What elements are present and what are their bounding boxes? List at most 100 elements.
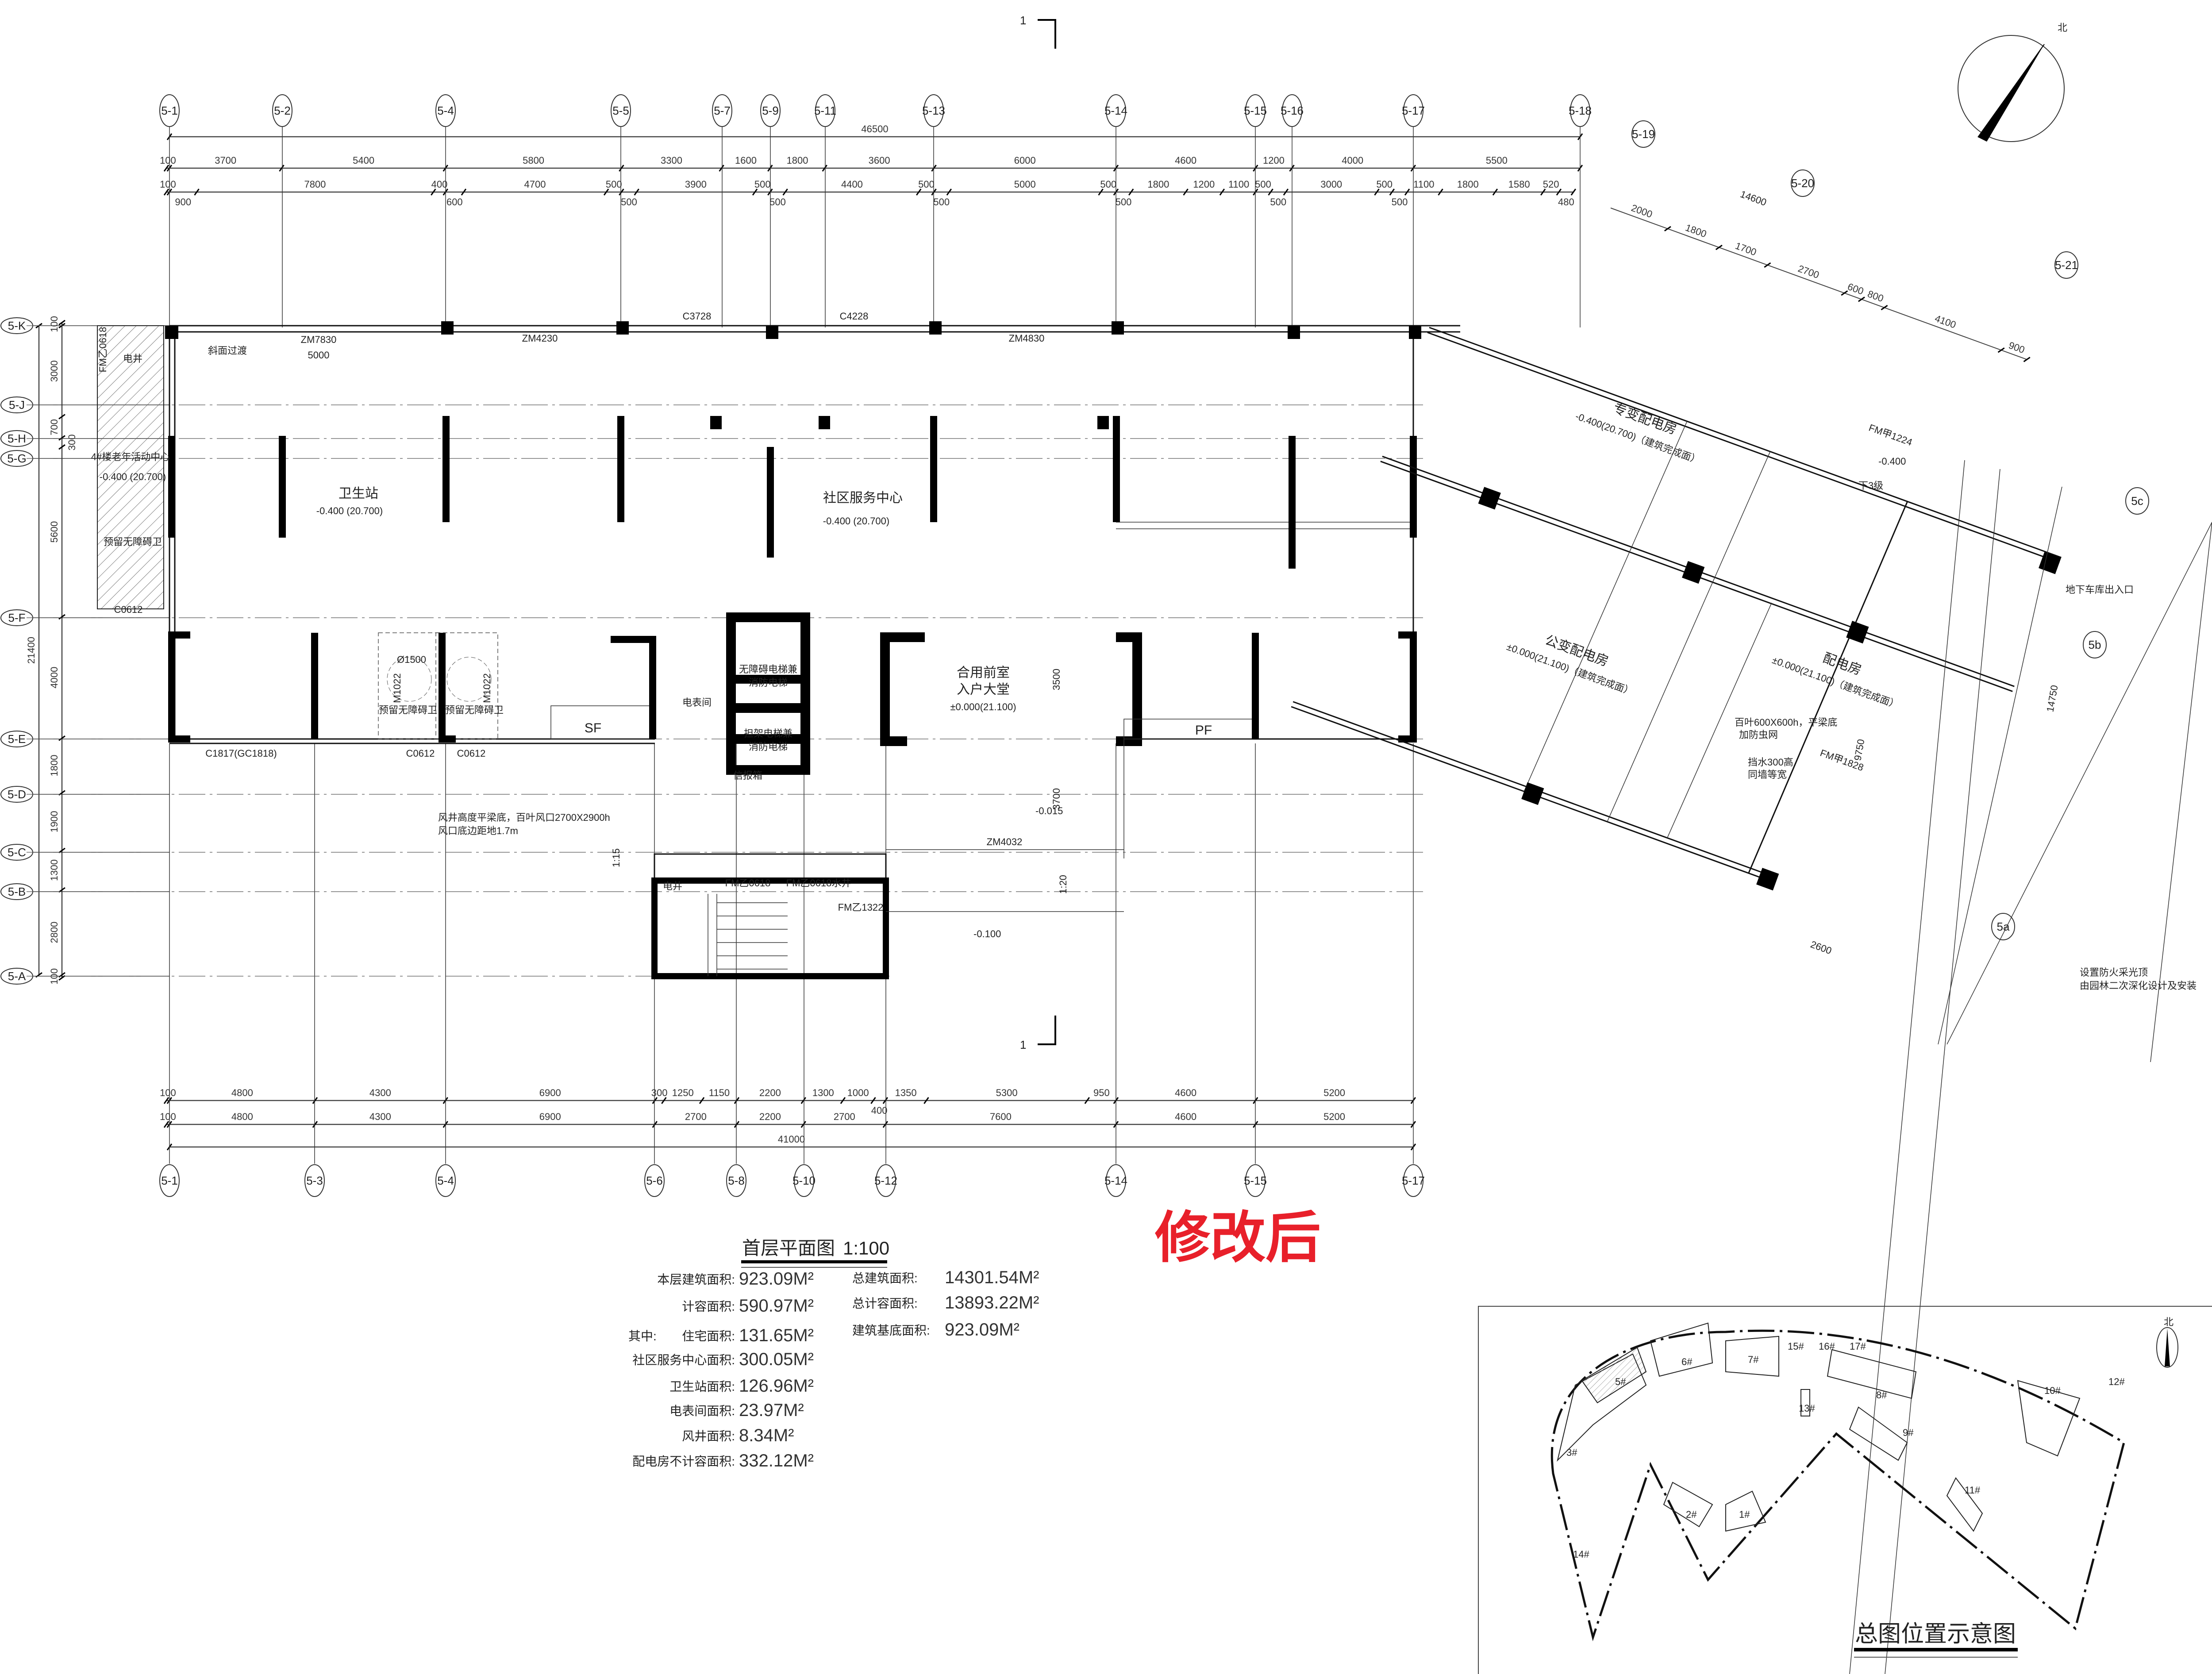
dimension-tick	[58, 614, 65, 620]
axis-bubble: 5-15	[1244, 94, 1267, 127]
water-note-2: 同墙等宽	[1748, 769, 1787, 780]
dimension-tick	[58, 319, 65, 326]
axis-label: 5-10	[792, 1174, 816, 1187]
dimension-value: 4400	[841, 179, 863, 190]
dimension-value: 2700	[834, 1111, 855, 1122]
dimension-tick	[1098, 189, 1104, 196]
dimension-value: 3000	[49, 360, 60, 382]
door-label: FM甲1224	[1867, 422, 1914, 448]
walls	[97, 325, 1460, 979]
axis-label: 5-1	[161, 1174, 178, 1187]
dimension-tick	[1664, 226, 1671, 232]
level-mark: -0.400	[1878, 456, 1906, 467]
dimension-value: 5200	[1323, 1087, 1345, 1098]
axis-bubble: 5-17	[1402, 1164, 1425, 1197]
dimension-tick	[58, 735, 65, 741]
dimension-value: 600	[446, 196, 463, 208]
section-mark-top: 1	[1020, 14, 1056, 49]
stat-label: 住宅面积:	[682, 1329, 735, 1343]
dimension-tick	[1389, 189, 1395, 196]
axis-bubble: 5-20	[1791, 169, 1815, 197]
site-north-label: 北	[2164, 1316, 2174, 1328]
door-label: C4228	[840, 311, 869, 322]
axis-bubble: 5c	[2125, 487, 2149, 515]
stat-value: 8.34M²	[739, 1426, 794, 1445]
dimension-value: 500	[1100, 179, 1116, 190]
dimension-tick	[1715, 245, 1723, 250]
drawing-title: 首层平面图 1:100	[741, 1238, 889, 1268]
skylight-note: 设置防火采光顶	[2080, 967, 2148, 978]
dimension-tick	[916, 189, 922, 196]
axis-label: 5-J	[9, 398, 25, 412]
dimension-tick	[279, 165, 285, 172]
dimension-value: 3000	[1320, 179, 1342, 190]
dimension-value: 4100	[1933, 313, 1958, 331]
site-building-label: 10#	[2044, 1385, 2061, 1396]
axis-label: 5-3	[306, 1174, 323, 1187]
dimension-value: 1600	[735, 155, 757, 166]
dimension-value: 6900	[539, 1111, 561, 1122]
axis-label: 5-19	[1632, 127, 1655, 141]
axis-label: 5-18	[1569, 104, 1592, 117]
site-building-label: 12#	[2108, 1376, 2125, 1387]
door-label: FM乙0618	[97, 327, 108, 373]
dimension-tick	[1881, 305, 1888, 311]
axis-bubble: 5-21	[2054, 251, 2078, 279]
dimension-chain: 21400	[26, 323, 42, 978]
dimension-tick	[946, 189, 952, 196]
dimension-tick	[800, 1097, 806, 1104]
dimension-value: 4000	[49, 667, 60, 689]
dimension-value: 4700	[524, 179, 546, 190]
dimension-tick	[882, 1121, 889, 1128]
room-health-station-level: -0.400 (20.700)	[316, 505, 383, 516]
stat-label: 建筑基底面积:	[852, 1324, 930, 1337]
section-mark-bottom: 1	[1020, 1016, 1056, 1051]
stat-value: 923.09M²	[945, 1320, 1019, 1339]
axis-label: 5-14	[1104, 1174, 1127, 1187]
axis-bubble: 5-4	[435, 1164, 456, 1197]
axis-label: 5-K	[8, 319, 26, 332]
drawing-scale: 1:100	[843, 1238, 889, 1258]
area-stat-row: 卫生站面积:126.96M²	[669, 1376, 814, 1396]
door-label: M1022	[392, 673, 403, 703]
door-label: FM乙0618	[725, 877, 771, 889]
stat-value: 126.96M²	[739, 1376, 814, 1396]
elderly-center-hatch	[97, 325, 164, 609]
dim-label: 3500	[1051, 669, 1062, 690]
dimension-tick	[163, 189, 169, 196]
area-stat-row: 本层建筑面积:923.09M²	[657, 1269, 814, 1289]
dimension-value: 5800	[523, 155, 544, 166]
dimension-value: 7600	[990, 1111, 1012, 1122]
area-stat-row: 配电房不计容面积:332.12M²	[632, 1451, 814, 1470]
area-stat-row: 总计容面积:13893.22M²	[852, 1293, 1039, 1312]
louver-note-2: 加防虫网	[1739, 729, 1778, 740]
area-stat-row: 总建筑面积:14301.54M²	[852, 1268, 1039, 1287]
dimension-tick	[58, 414, 65, 419]
dimension-tick	[1084, 1097, 1090, 1104]
axis-label: 5a	[1997, 920, 2010, 933]
axis-bubble: 5-B	[0, 883, 33, 900]
shaft-note-2: 风口底边距地1.7m	[438, 825, 518, 836]
dimension-value: 300	[651, 1087, 668, 1098]
dimension-tick	[603, 189, 609, 196]
axis-label: 5-C	[8, 846, 26, 859]
area-stat-row: 计容面积:590.97M²	[682, 1296, 814, 1316]
level-mark: -0.100	[973, 928, 1001, 939]
dimension-value: 7800	[304, 179, 326, 190]
axis-bubble: 5-10	[792, 1164, 816, 1197]
dimension-value: 3600	[869, 155, 890, 166]
dimension-tick	[1841, 290, 1848, 296]
site-building-label: 16#	[1819, 1341, 1835, 1352]
site-building-label: 11#	[1965, 1485, 1981, 1496]
dimension-tick	[840, 1097, 846, 1104]
dimension-tick	[1540, 189, 1546, 196]
dimension-value: 2700	[1797, 263, 1821, 281]
dimension-value: 4600	[1175, 1087, 1196, 1098]
door-label: C3728	[683, 311, 712, 322]
stat-label: 计容面积:	[682, 1300, 735, 1313]
axis-bubble: 5-J	[0, 396, 33, 413]
room-community-center-level: -0.400 (20.700)	[823, 516, 889, 527]
dimension-tick	[1997, 347, 2005, 353]
door-label: C0612	[114, 604, 143, 615]
site-building-label: 17#	[1850, 1341, 1866, 1352]
